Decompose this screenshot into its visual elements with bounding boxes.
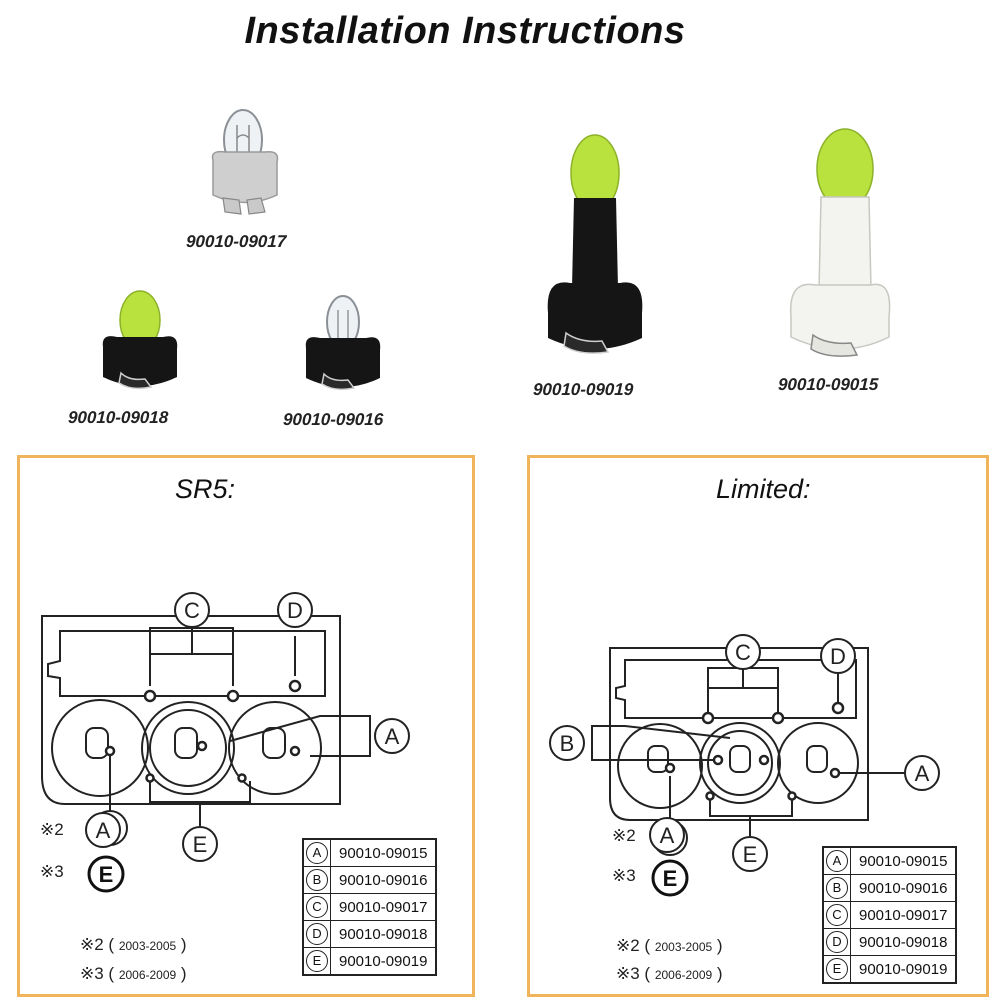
sr5-footnote-e-icon: E xyxy=(87,855,125,893)
part-code-09015: 90010-09015 xyxy=(777,375,879,394)
sr5-footnote-mark-3: ※3 xyxy=(40,862,64,881)
svg-text:E: E xyxy=(99,862,114,887)
callout-d: D xyxy=(830,644,846,669)
sr5-panel: SR5: xyxy=(17,455,475,997)
limited-panel: Limited: xyxy=(527,455,989,997)
svg-text:A: A xyxy=(96,818,111,843)
part-code-09018: 90010-09018 xyxy=(67,408,169,427)
callout-a: A xyxy=(385,724,400,749)
callout-b: B xyxy=(560,731,575,756)
limited-footnote-a-icon: A xyxy=(649,817,685,853)
limited-footnote-mark-3: ※3 xyxy=(612,866,636,885)
callout-e: E xyxy=(193,832,208,857)
sr5-footnote-a-icon: A xyxy=(85,812,121,848)
limited-diagram: C D B A A E xyxy=(549,634,940,872)
part-code-09016: 90010-09016 xyxy=(282,410,384,429)
part-code-09017: 90010-09017 xyxy=(185,232,287,251)
limited-footnote-mark-2: ※2 xyxy=(612,826,636,845)
sr5-year-note-2: ※2 ( 2003-2005 ) xyxy=(80,935,187,954)
page-title: Installation Instructions xyxy=(244,10,686,52)
sr5-diagram: C D A A E xyxy=(41,592,410,862)
bulb-image-09019 xyxy=(547,134,643,354)
callout-e: E xyxy=(743,842,758,867)
sr5-year-note-3: ※3 ( 2006-2009 ) xyxy=(80,964,187,983)
svg-text:A: A xyxy=(660,823,675,848)
sr5-title: SR5: xyxy=(175,474,236,504)
sr5-footnote-mark-2: ※2 xyxy=(40,820,64,839)
limited-title: Limited: xyxy=(716,474,811,504)
part-code-09019: 90010-09019 xyxy=(532,380,634,399)
callout-c: C xyxy=(735,640,751,665)
bulb-image-09016 xyxy=(305,295,381,391)
callout-d: D xyxy=(287,598,303,623)
callout-c: C xyxy=(184,598,200,623)
bulb-image-09017 xyxy=(211,109,279,215)
limited-year-note-2: ※2 ( 2003-2005 ) xyxy=(616,936,723,955)
bulb-image-09018 xyxy=(102,290,178,390)
bulb-image-09015 xyxy=(789,128,891,357)
limited-year-note-3: ※3 ( 2006-2009 ) xyxy=(616,964,723,983)
callout-a: A xyxy=(915,761,930,786)
svg-text:E: E xyxy=(663,866,678,891)
limited-footnote-e-icon: E xyxy=(651,859,689,897)
